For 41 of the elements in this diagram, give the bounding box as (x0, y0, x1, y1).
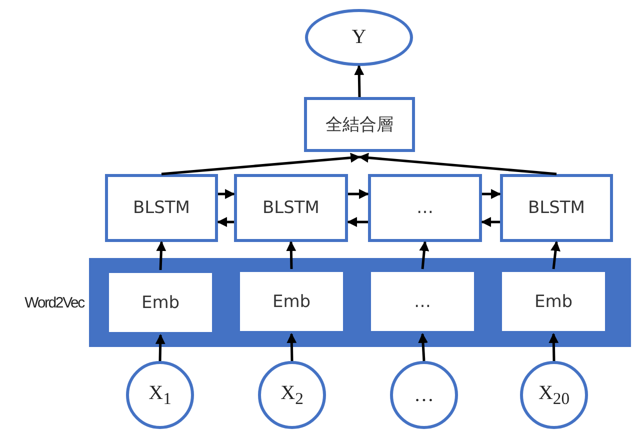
arrow (161, 152, 360, 176)
arrow (156, 241, 166, 270)
embedding-box (106, 270, 215, 335)
node-label: … (414, 292, 431, 312)
arrow (217, 217, 234, 227)
node-label: 全結合層 (326, 114, 394, 136)
arrow (347, 217, 368, 227)
arrow (286, 241, 296, 270)
node-label: Emb (272, 292, 311, 312)
node-label: X$_{1}$ (148, 382, 172, 408)
layer-box (234, 174, 348, 242)
arrow (286, 333, 297, 362)
arrow (482, 189, 501, 199)
layer-box (105, 174, 218, 242)
embedding-box (237, 269, 346, 334)
arrow (358, 152, 557, 176)
arrow (155, 334, 166, 362)
arrow (548, 333, 559, 362)
layer-box (304, 97, 415, 152)
arrow (218, 189, 235, 199)
node-label: BLSTM (528, 198, 585, 218)
node-label: Y (352, 26, 366, 49)
node-label: BLSTM (133, 198, 190, 218)
arrow (481, 217, 500, 227)
layer-box (500, 174, 613, 242)
node-label: BLSTM (262, 198, 320, 218)
arrow (550, 241, 560, 270)
embedding-box (499, 269, 608, 334)
node-label: X$_{20}$ (538, 382, 570, 408)
embedding-box (368, 269, 477, 334)
arrow (418, 333, 428, 362)
layer-label: Word2Vec (24, 294, 84, 311)
node-label: Emb (534, 292, 573, 312)
arrow (419, 241, 430, 270)
arrow (354, 65, 364, 98)
node-label: … (416, 198, 434, 218)
node-label: Emb (141, 292, 180, 312)
layer-box (368, 174, 482, 242)
node-label: X$_{2}$ (280, 382, 304, 408)
node-label: … (414, 384, 434, 406)
arrow (348, 189, 369, 199)
